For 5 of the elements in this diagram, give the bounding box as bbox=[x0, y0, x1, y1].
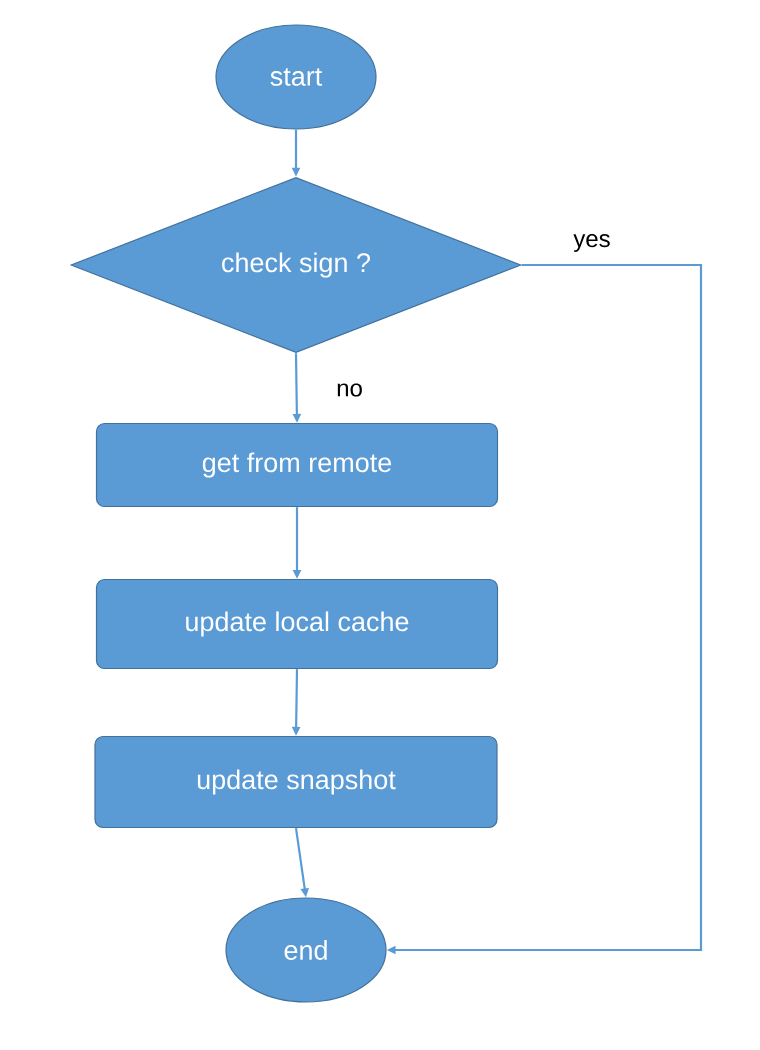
edge-label: no bbox=[337, 383, 362, 397]
process-box: get from remote bbox=[95, 422, 499, 508]
process-box: update local cache bbox=[95, 578, 499, 670]
process-box: update snapshot bbox=[94, 735, 498, 829]
edge-label: yes bbox=[573, 234, 610, 252]
